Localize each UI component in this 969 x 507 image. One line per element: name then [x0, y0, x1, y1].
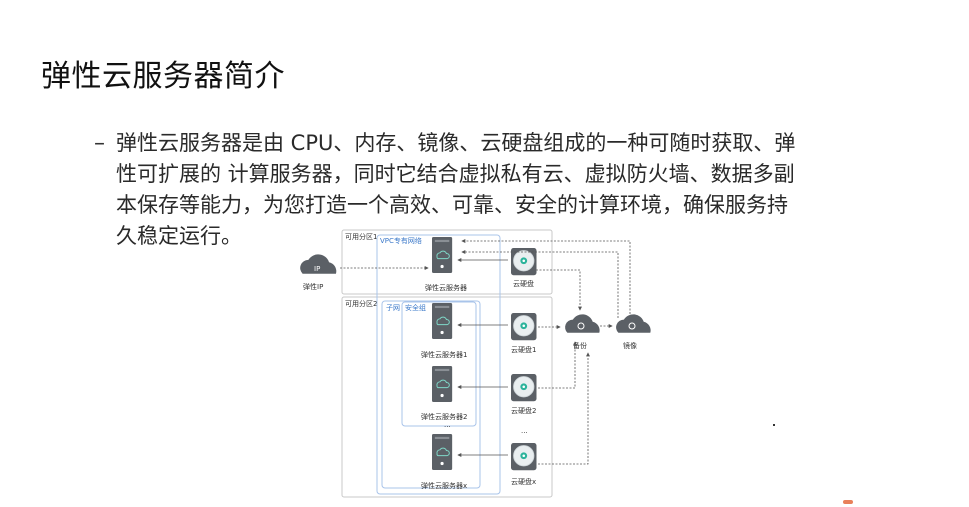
bullet-line-2: 性可扩展的 计算服务器，同时它结合虚拟私有云、虚拟防火墙、数据多副	[116, 162, 795, 186]
disk-icon-zone1	[510, 247, 537, 276]
server-2-label: 弹性云服务器2	[421, 412, 467, 421]
corner-logo-fragment	[843, 500, 853, 504]
disk-zone1-label: 云硬盘	[513, 279, 534, 288]
image-label: 镜像	[623, 341, 637, 350]
security-group-boundary	[401, 301, 477, 427]
backup-label: 备份	[573, 341, 587, 350]
bullet-paragraph: 弹性云服务器是由 CPU、内存、镜像、云硬盘组成的一种可随时获取、弹 性可扩展的…	[116, 128, 906, 252]
server-icon-1	[431, 302, 453, 340]
subnet-label: 子网	[386, 304, 400, 312]
disk-icon-x	[510, 442, 537, 471]
eip-icon-text: IP	[314, 265, 320, 273]
bullet-dash: –	[94, 131, 105, 156]
server-icon-2	[431, 365, 453, 403]
bullet-line-3: 本保存等能力，为您打造一个高效、可靠、安全的计算环境，确保服务持	[116, 193, 788, 217]
arrow-backup-server-zone1	[461, 250, 619, 318]
arrow-disk-zone1-backup	[536, 269, 582, 311]
eip-label: 弹性IP	[303, 282, 323, 291]
arrow-diskx-backup	[538, 352, 590, 465]
disk-1-label: 云硬盘1	[511, 345, 536, 354]
disk-x-label: 云硬盘x	[511, 477, 536, 486]
zone-2-label: 可用分区2	[345, 299, 377, 308]
availability-zone-2	[341, 296, 553, 498]
backup-cloud-icon	[565, 314, 600, 333]
servers-ellipsis: ...	[444, 421, 451, 429]
image-cloud-icon	[616, 314, 651, 333]
subnet-boundary	[381, 300, 481, 489]
disk-icon-1	[510, 312, 537, 341]
arrow-disk2-backup	[538, 341, 577, 389]
vpc-boundary	[376, 234, 501, 495]
security-group-label: 安全组	[405, 303, 426, 312]
server-icon-x	[431, 433, 453, 471]
server-zone1-label: 弹性云服务器	[425, 283, 467, 292]
bullet-line-4: 久稳定运行。	[116, 224, 242, 248]
page-title: 弹性云服务器简介	[41, 59, 285, 94]
eip-cloud-icon	[300, 254, 337, 274]
disk-icon-2	[510, 373, 537, 402]
server-x-label: 弹性云服务器x	[421, 481, 467, 490]
disks-ellipsis: ...	[521, 427, 528, 435]
server-1-label: 弹性云服务器1	[421, 350, 467, 359]
bullet-line-1: 弹性云服务器是由 CPU、内存、镜像、云硬盘组成的一种可随时获取、弹	[116, 131, 796, 155]
disk-2-label: 云硬盘2	[511, 406, 536, 415]
stray-dot	[773, 424, 775, 426]
